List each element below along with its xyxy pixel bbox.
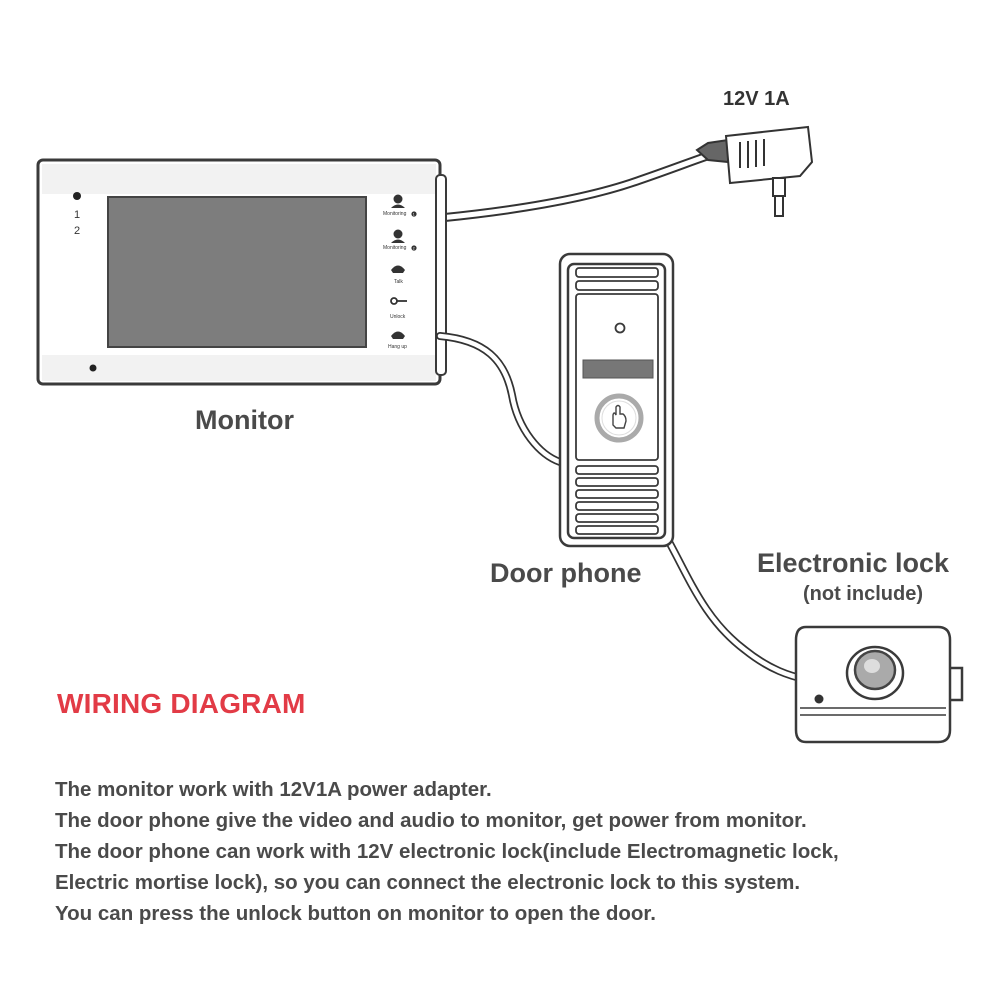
power-adapter-icon [695, 125, 814, 217]
electronic-lock-label: Electronic lock [757, 548, 950, 578]
monitoring-1-label: Monitoring [383, 211, 407, 217]
hang-up-icon [391, 331, 405, 339]
talk-label: Talk [394, 279, 403, 285]
talk-button[interactable]: Talk [391, 265, 405, 286]
finger-press-icon [612, 404, 627, 429]
note-line: The door phone can work with 12V electro… [55, 840, 839, 863]
monitor-device: 1 2 Monitoring Monitoring Talk [36, 158, 447, 386]
microphone-icon [89, 364, 97, 372]
power-cable [435, 145, 730, 223]
door-lock-cable [664, 536, 812, 684]
monitoring-1-button[interactable]: Monitoring [383, 194, 417, 218]
monitor-door-cable [436, 332, 564, 466]
camera-icon [614, 322, 626, 334]
channel-1-label: 1 [74, 209, 80, 221]
unlock-button[interactable]: Unlock [390, 297, 407, 320]
door-phone-device [558, 252, 675, 548]
hang-up-label: Hang up [388, 344, 407, 350]
keyhole-icon [814, 694, 824, 704]
monitor-buttons: Monitoring Monitoring Talk Unlock Hang [383, 194, 417, 351]
monitor-screen [107, 196, 367, 348]
note-line: Electric mortise lock), so you can conne… [55, 871, 801, 894]
notes-list: The monitor work with 12V1A power adapte… [55, 774, 839, 929]
monitoring-badge: 2 [413, 247, 415, 251]
nameplate [582, 359, 654, 379]
phone-icon [391, 265, 405, 273]
note-line: The door phone give the video and audio … [55, 809, 807, 832]
unlock-label: Unlock [390, 314, 406, 320]
electronic-lock-note: (not include) [803, 583, 923, 605]
note-line: The monitor work with 12V1A power adapte… [55, 778, 492, 801]
monitor-label: Monitor [195, 405, 294, 435]
door-phone-label: Door phone [490, 558, 642, 588]
diagram-title: WIRING DIAGRAM [57, 688, 306, 719]
monitoring-2-button[interactable]: Monitoring [383, 229, 417, 252]
monitoring-badge: 1 [413, 213, 415, 217]
electronic-lock-device [794, 625, 964, 744]
hang-up-button[interactable]: Hang up [388, 331, 407, 351]
monitoring-2-label: Monitoring [383, 245, 407, 251]
power-label: 12V 1A [723, 88, 790, 110]
note-line: You can press the unlock button on monit… [55, 902, 656, 925]
channel-2-label: 2 [74, 225, 80, 237]
